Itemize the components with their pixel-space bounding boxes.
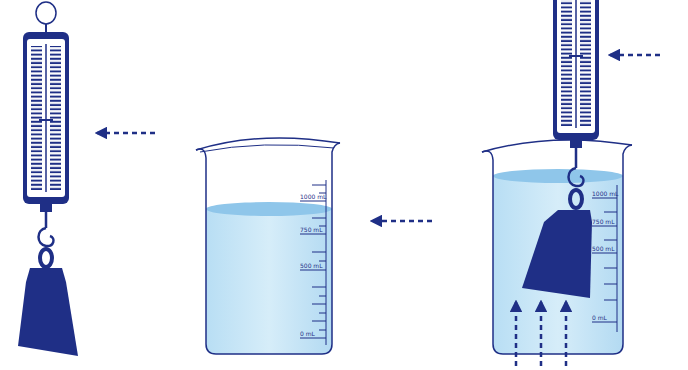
graduation-label: 500 mL xyxy=(300,262,323,269)
graduation-label: 750 mL xyxy=(592,218,615,225)
water-level-arrow xyxy=(372,220,432,223)
graduation-label: 1000 mL xyxy=(592,190,618,197)
graduation-label: 0 mL xyxy=(592,314,607,321)
graduation-label: 500 mL xyxy=(592,245,615,252)
weight xyxy=(18,249,78,356)
weight-submerged xyxy=(522,190,592,298)
graduation-label: 750 mL xyxy=(300,226,323,233)
spring-scale-submerged xyxy=(553,0,599,186)
graduation-label: 1000 mL xyxy=(300,193,326,200)
graduation-label: 0 mL xyxy=(300,330,315,337)
pointer-arrow xyxy=(97,132,155,135)
buoyancy-arrows xyxy=(516,302,566,366)
spring-scale xyxy=(23,2,69,246)
pointer-arrow xyxy=(610,54,660,57)
beaker-submerged xyxy=(482,140,632,354)
beaker xyxy=(196,138,340,354)
